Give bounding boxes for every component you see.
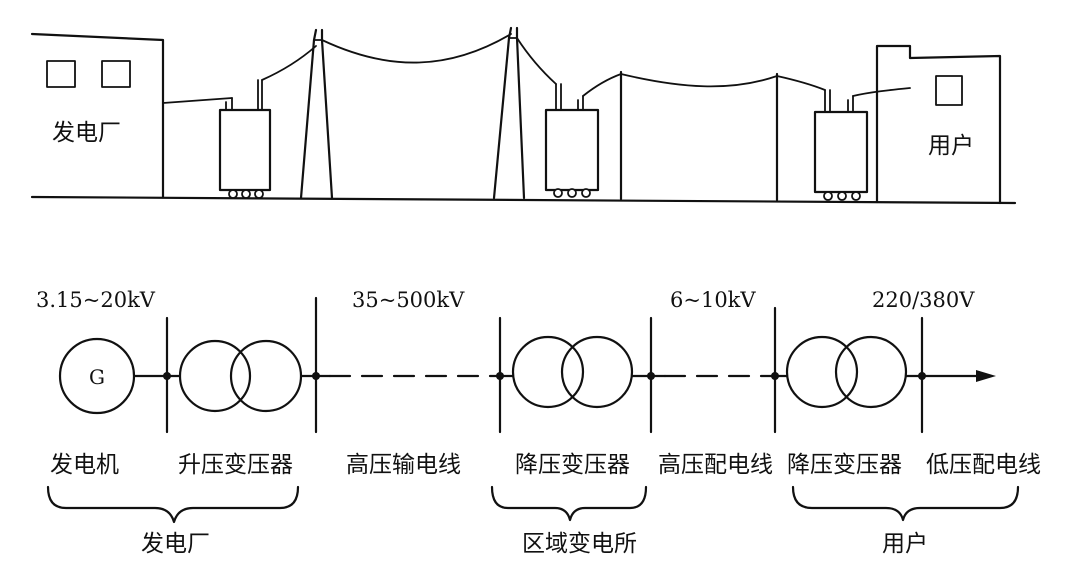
overhead-wires [162,33,911,104]
junction-dot [918,372,926,380]
step-up-transformer-unit [218,79,272,199]
brace-power-plant [46,485,300,524]
label-step-down-transformer-1: 降压变压器 [515,452,630,478]
junction-dot [496,372,504,380]
label-generator: 发电机 [50,452,119,478]
brace-user [791,485,1020,522]
plant-window-right [101,60,131,88]
transmission-tower-2 [492,26,526,200]
step-down-transformer-symbol-1 [511,335,634,409]
label-hv-distribution-line: 高压配电线 [658,452,773,478]
group-label-substation: 区域变电所 [522,531,637,557]
voltage-label-generation: 3.15~20kV [36,288,156,312]
junction-dot [312,372,320,380]
user-scene-label: 用户 [928,133,974,159]
junction-dot [163,372,171,380]
label-step-up-transformer: 升压变压器 [178,452,293,478]
label-hv-transmission-line: 高压输电线 [346,452,461,478]
user-window [935,75,963,106]
generator-letter: G [89,365,105,389]
plant-window-left [46,60,76,88]
user-transformer-unit [813,89,869,201]
user-building: 用户 [875,44,1002,205]
label-step-down-transformer-2: 降压变压器 [787,452,902,478]
ground-line [30,195,1017,205]
label-lv-distribution-line: 低压配电线 [926,452,1041,478]
voltage-label-transmission: 35~500kV [352,288,465,312]
power-plant-building: 发电厂 [30,32,165,199]
scene-illustration: 发电厂 用户 [30,26,1017,205]
output-arrow [976,370,996,382]
brace-substation [490,485,648,522]
junction-dot [771,372,779,380]
junction-dot [647,372,655,380]
group-label-user: 用户 [882,531,928,557]
plant-scene-label: 发电厂 [52,120,121,146]
schematic: 3.15~20kV 35~500kV 6~10kV 220/380V G [36,288,1041,557]
substation-transformer-unit [544,83,600,198]
step-down-transformer-symbol-2 [785,335,908,409]
voltage-label-distribution: 6~10kV [670,288,756,312]
voltage-label-low: 220/380V [872,288,975,312]
group-label-power-plant: 发电厂 [141,531,210,557]
step-up-transformer-symbol [178,339,303,413]
